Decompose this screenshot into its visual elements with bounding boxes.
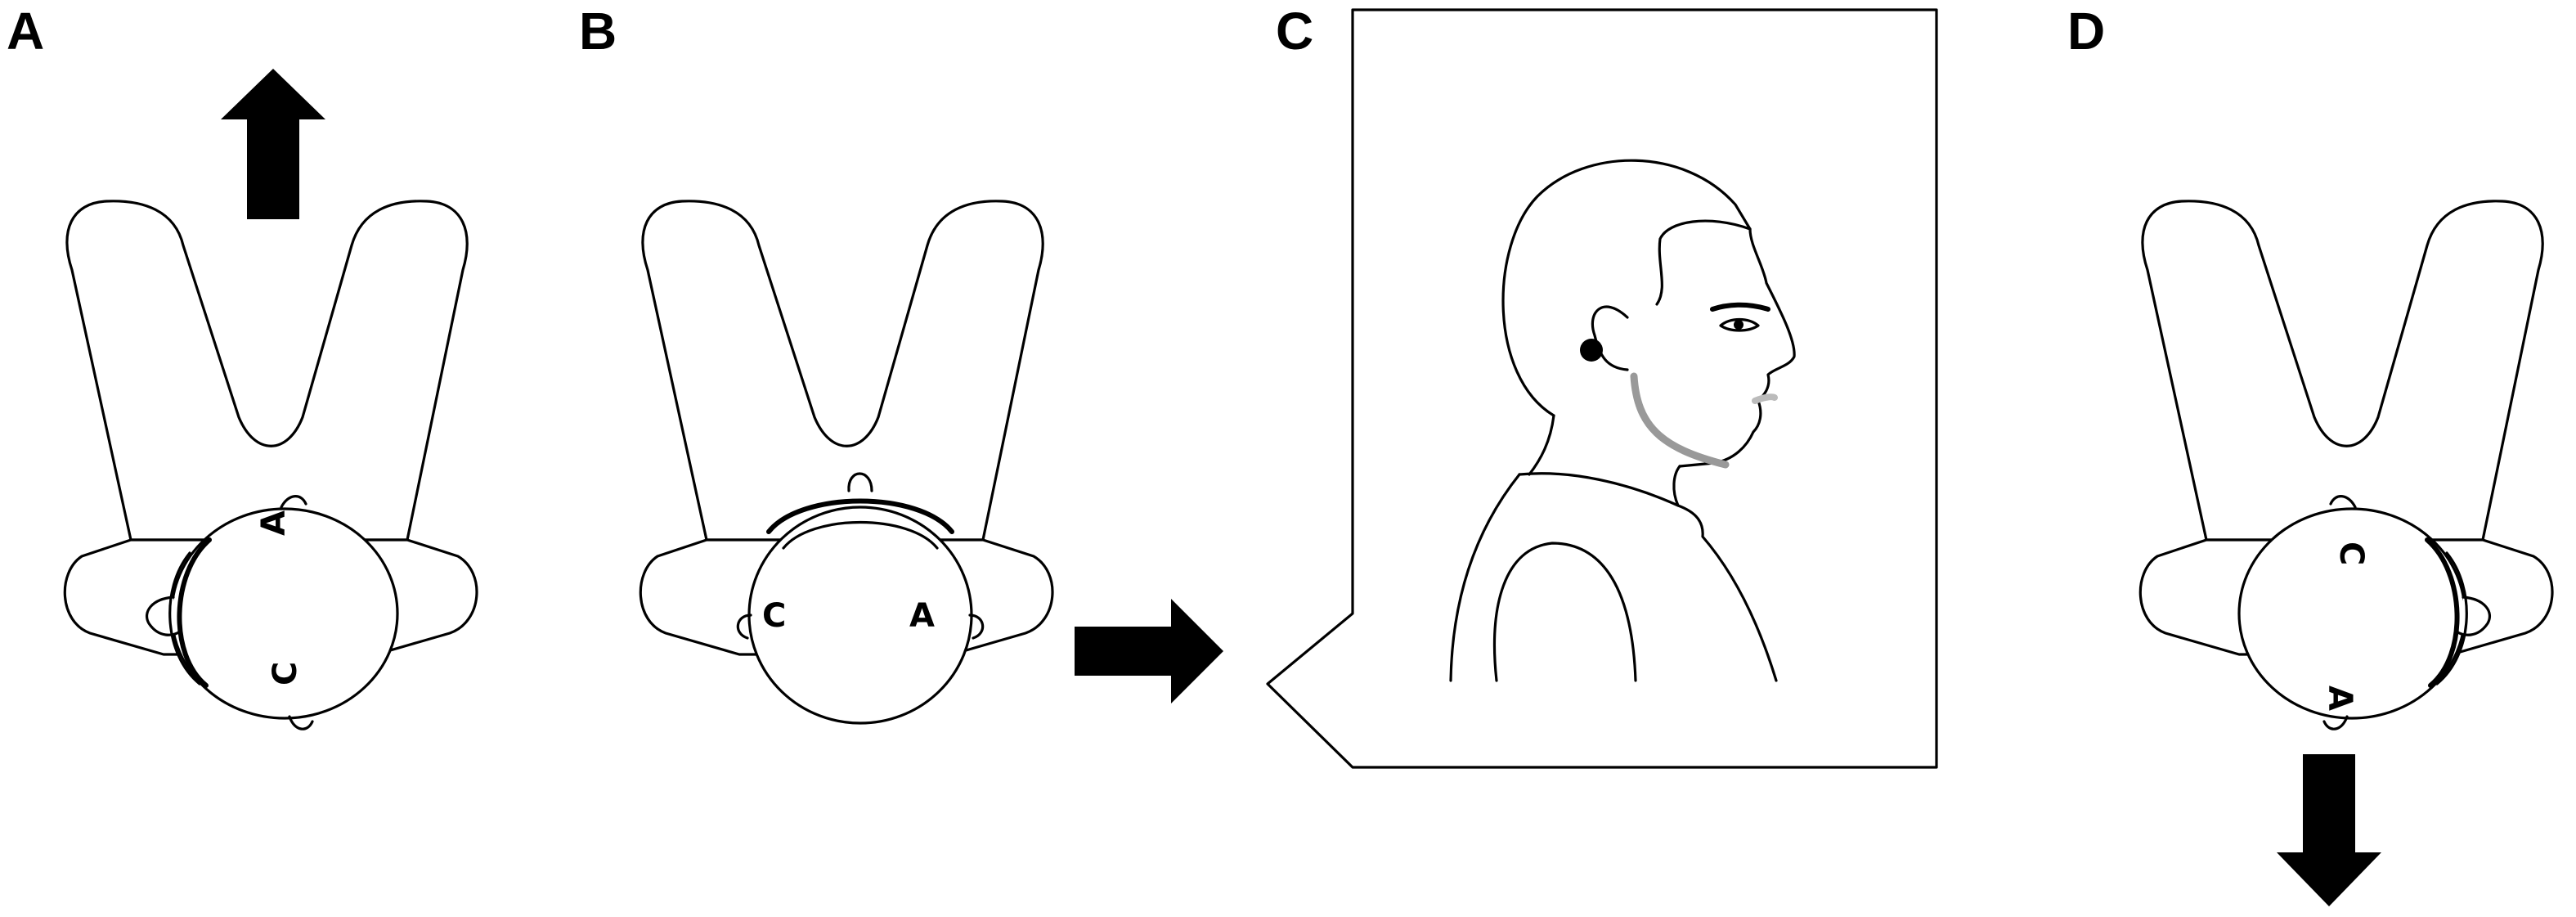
head-d-letter-c: C <box>2332 542 2370 565</box>
head-b-letter-c: C <box>762 597 786 635</box>
head-a: A C <box>146 495 399 730</box>
ear-marker <box>1580 339 1603 362</box>
panel-b: B C A <box>579 2 1223 725</box>
panel-a-label: A <box>7 2 44 61</box>
callout-frame <box>1266 8 1938 769</box>
panel-c-label: C <box>1276 2 1313 61</box>
head-d-letter-a: A <box>2321 686 2358 711</box>
head-a-letter-c: C <box>267 662 304 686</box>
down-arrow-icon <box>2277 754 2381 906</box>
head-b-letter-a: A <box>909 597 935 635</box>
right-arrow-icon <box>1075 599 1223 703</box>
head-b: C A <box>736 472 985 725</box>
profile-figure <box>1449 159 1796 682</box>
panel-d-label: D <box>2067 2 2105 61</box>
head-a-letter-a: A <box>255 510 293 536</box>
panel-b-label: B <box>579 2 617 61</box>
panel-a: A A C <box>7 2 478 730</box>
panel-c: C <box>1266 2 1938 769</box>
head-d: C A <box>2237 495 2491 730</box>
up-arrow-icon <box>221 69 325 219</box>
panel-d: D C A <box>2067 2 2554 906</box>
